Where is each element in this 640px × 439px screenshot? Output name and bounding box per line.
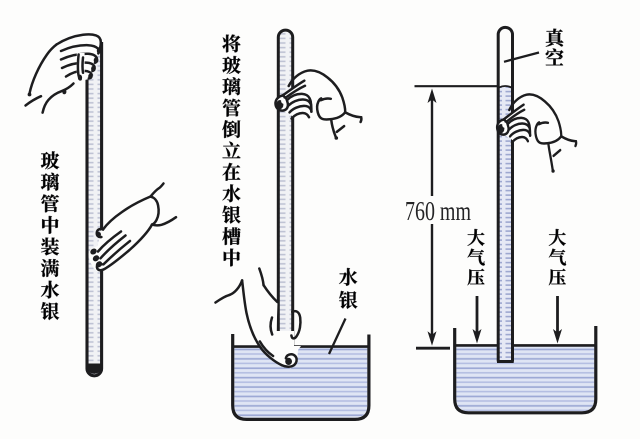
svg-text:760 mm: 760 mm xyxy=(405,196,471,226)
